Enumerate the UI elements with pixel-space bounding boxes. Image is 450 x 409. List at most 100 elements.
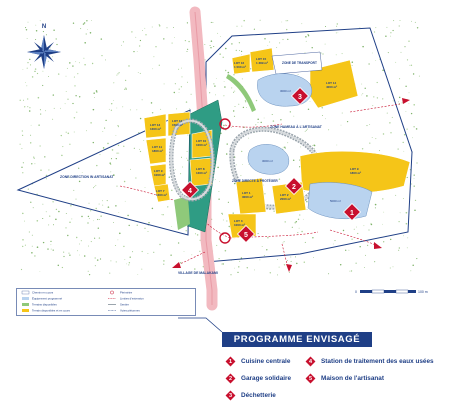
vegetation-dot bbox=[328, 129, 330, 131]
vegetation-dot bbox=[93, 220, 94, 222]
vegetation-dot bbox=[81, 215, 83, 218]
vegetation-dot bbox=[287, 20, 289, 22]
vegetation-dot bbox=[88, 202, 90, 204]
vegetation-dot bbox=[178, 88, 180, 90]
vegetation-dot bbox=[81, 172, 83, 173]
vegetation-dot bbox=[85, 33, 87, 35]
marker-4: 4 bbox=[180, 180, 200, 200]
vegetation-dot bbox=[313, 143, 315, 145]
marker-number: 2 bbox=[292, 184, 296, 191]
vegetation-dot bbox=[133, 147, 135, 149]
vegetation-dot bbox=[87, 215, 90, 218]
vegetation-dot bbox=[194, 268, 196, 270]
vegetation-dot bbox=[255, 99, 258, 102]
vegetation-dot bbox=[376, 97, 379, 99]
vegetation-dot bbox=[369, 124, 371, 125]
vegetation-dot bbox=[269, 272, 272, 274]
vegetation-dot bbox=[289, 111, 291, 113]
programme-item-5: 5 Maison de l'artisanat bbox=[306, 374, 384, 383]
village-label: VILLAGE DE MALAKAMI bbox=[178, 271, 218, 275]
vegetation-dot bbox=[382, 223, 383, 225]
vegetation-dot bbox=[190, 93, 192, 95]
vegetation-dot bbox=[65, 91, 67, 93]
vegetation-dot bbox=[390, 132, 392, 134]
vegetation-dot bbox=[62, 146, 64, 148]
vegetation-dot bbox=[90, 210, 92, 212]
vegetation-dot bbox=[366, 244, 369, 247]
vegetation-dot bbox=[42, 70, 44, 72]
vegetation-dot bbox=[240, 257, 243, 259]
marker-1: 1 bbox=[342, 202, 362, 222]
vegetation-dot bbox=[299, 166, 301, 168]
access-point bbox=[219, 118, 231, 130]
vegetation-dot bbox=[236, 25, 238, 27]
vegetation-dot bbox=[393, 20, 395, 22]
vegetation-dot bbox=[22, 162, 24, 164]
arrows bbox=[172, 98, 410, 272]
vegetation-dot bbox=[158, 25, 161, 27]
vegetation-dot bbox=[359, 245, 361, 248]
vegetation-dot bbox=[204, 43, 206, 46]
vegetation-dot bbox=[110, 163, 112, 165]
legend-item: Sentier bbox=[120, 303, 129, 307]
vegetation-dot bbox=[55, 208, 58, 211]
lot-label: LOT 11 bbox=[152, 145, 162, 149]
vegetation-dot bbox=[284, 221, 286, 223]
vegetation-dot bbox=[296, 262, 298, 265]
vegetation-dot bbox=[233, 182, 236, 185]
vegetation-dot bbox=[303, 261, 306, 263]
vegetation-dot bbox=[117, 124, 119, 127]
vegetation-dot bbox=[215, 94, 216, 96]
vegetation-dot bbox=[392, 100, 394, 102]
vegetation-dot bbox=[264, 193, 266, 195]
badge-number: 3 bbox=[228, 392, 233, 399]
vegetation-dot bbox=[325, 118, 326, 120]
vegetation-dot bbox=[228, 225, 231, 228]
vegetation-dot bbox=[116, 185, 118, 187]
badge-number: 4 bbox=[308, 358, 313, 365]
vegetation-dot bbox=[75, 198, 77, 200]
vegetation-dot bbox=[73, 131, 75, 133]
vegetation-dot bbox=[101, 54, 103, 57]
vegetation-dot bbox=[74, 85, 76, 87]
vegetation-dot bbox=[128, 264, 130, 266]
vegetation-dot bbox=[105, 59, 106, 61]
pond-east-area: 5000 m² bbox=[330, 199, 341, 203]
vegetation-dot bbox=[186, 51, 188, 52]
vegetation-dot bbox=[282, 242, 284, 244]
vegetation-dot bbox=[321, 107, 323, 109]
vegetation-dot bbox=[257, 118, 259, 120]
vegetation-dot bbox=[95, 184, 97, 186]
vegetation-dot bbox=[294, 256, 297, 258]
vegetation-dot bbox=[391, 116, 393, 118]
vegetation-dot bbox=[413, 126, 415, 128]
vegetation-dot bbox=[214, 179, 216, 180]
vegetation-dot bbox=[283, 241, 285, 243]
vegetation-dot bbox=[397, 148, 399, 150]
vegetation-dot bbox=[361, 83, 363, 85]
vegetation-dot bbox=[88, 273, 91, 276]
vegetation-dot bbox=[158, 64, 160, 66]
vegetation-dot bbox=[322, 115, 323, 117]
vegetation-dot bbox=[78, 167, 80, 169]
vegetation-dot bbox=[297, 232, 299, 234]
vegetation-dot bbox=[301, 23, 303, 25]
vegetation-dot bbox=[278, 266, 280, 268]
vegetation-dot bbox=[141, 250, 143, 253]
vegetation-dot bbox=[100, 38, 103, 40]
vegetation-dot bbox=[36, 72, 39, 75]
vegetation-dot bbox=[98, 237, 101, 239]
vegetation-dot bbox=[113, 221, 114, 223]
vegetation-dot bbox=[67, 234, 69, 237]
vegetation-dot bbox=[188, 108, 190, 109]
vegetation-dot bbox=[416, 258, 418, 260]
zone-label-east: ZONE HAMEAU À L'ARTISANAT bbox=[270, 124, 323, 129]
vegetation-dot bbox=[217, 32, 219, 34]
vegetation-dot bbox=[31, 234, 33, 236]
vegetation-dot bbox=[97, 218, 99, 221]
vegetation-dot bbox=[96, 91, 98, 93]
lot-area: 1300 m² bbox=[196, 171, 207, 175]
program-markers: 1 2 3 4 5 bbox=[180, 86, 362, 244]
vegetation-dot bbox=[335, 32, 337, 34]
lot-label: LOT 14 bbox=[326, 81, 337, 85]
